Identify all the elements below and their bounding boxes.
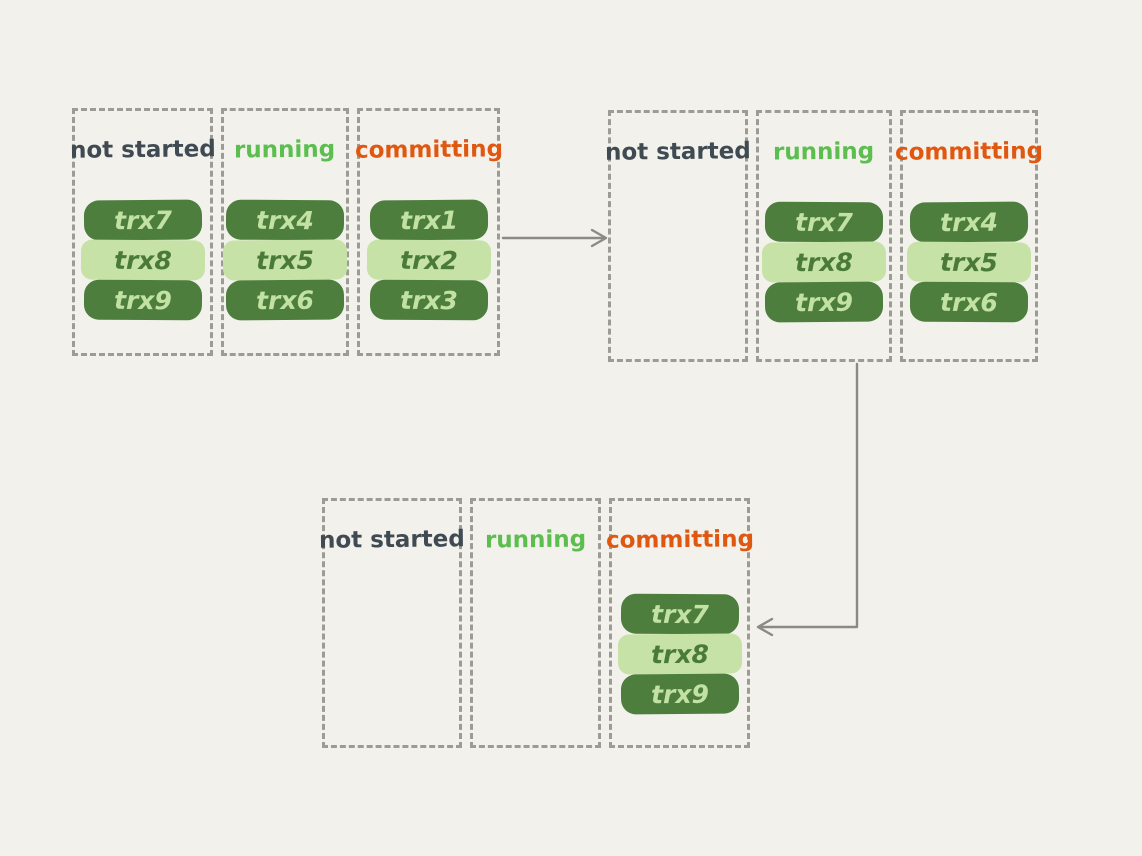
snapshot2-column-committing: committing trx4 trx5 trx6	[895, 110, 1043, 362]
pill-stack: trx7 trx8 trx9	[761, 201, 887, 323]
state-label-not-started: not started	[318, 526, 466, 554]
trx-pill: trx9	[620, 673, 739, 715]
pill-stack: trx7 trx8 trx9	[617, 593, 742, 715]
trx-pill: trx6	[225, 279, 345, 321]
trx-pill: trx4	[909, 201, 1029, 243]
state-label-committing: committing	[894, 138, 1044, 166]
pill-stack: trx7 trx8 trx9	[80, 199, 205, 321]
trx-pill: trx7	[764, 201, 884, 243]
state-label-not-started: not started	[69, 136, 216, 164]
snapshot1-column-running: running trx4 trx5 trx6	[221, 108, 349, 356]
state-label-committing: committing	[354, 136, 503, 164]
pill-stack: trx4 trx5 trx6	[222, 199, 348, 321]
trx-pill: trx1	[369, 199, 488, 241]
trx-pill: trx3	[369, 279, 488, 321]
trx-pill: trx9	[764, 281, 884, 323]
state-label-running: running	[484, 526, 587, 554]
trx-pill: trx2	[366, 239, 491, 281]
trx-pill: trx5	[222, 239, 348, 281]
state-label-committing: committing	[605, 526, 754, 554]
snapshot3-column-running: running	[470, 498, 601, 748]
snapshot3-column-not-started: not started	[318, 498, 466, 748]
pill-stack: trx1 trx2 trx3	[366, 199, 491, 321]
trx-pill: trx9	[83, 279, 202, 321]
arrow-snapshot1-to-snapshot2	[501, 228, 608, 248]
pill-stack: trx4 trx5 trx6	[906, 201, 1032, 323]
trx-pill: trx7	[620, 593, 739, 635]
arrow-snapshot2-to-snapshot3	[756, 362, 859, 637]
snapshot2-column-not-started: not started	[604, 110, 752, 362]
trx-pill: trx8	[617, 633, 742, 675]
trx-pill: trx8	[761, 241, 887, 283]
snapshot2-column-running: running trx7 trx8 trx9	[756, 110, 892, 362]
trx-pill: trx4	[225, 199, 345, 241]
trx-pill: trx5	[906, 241, 1032, 283]
snapshot3-column-committing: committing trx7 trx8 trx9	[605, 498, 754, 748]
snapshot1-column-not-started: not started trx7 trx8 trx9	[69, 108, 216, 356]
state-label-running: running	[234, 136, 336, 164]
state-label-running: running	[773, 138, 875, 166]
trx-pill: trx6	[909, 281, 1029, 323]
state-label-not-started: not started	[604, 138, 752, 166]
snapshot1-column-committing: committing trx1 trx2 trx3	[354, 108, 503, 356]
trx-pill: trx8	[80, 239, 205, 281]
trx-pill: trx7	[83, 199, 202, 241]
